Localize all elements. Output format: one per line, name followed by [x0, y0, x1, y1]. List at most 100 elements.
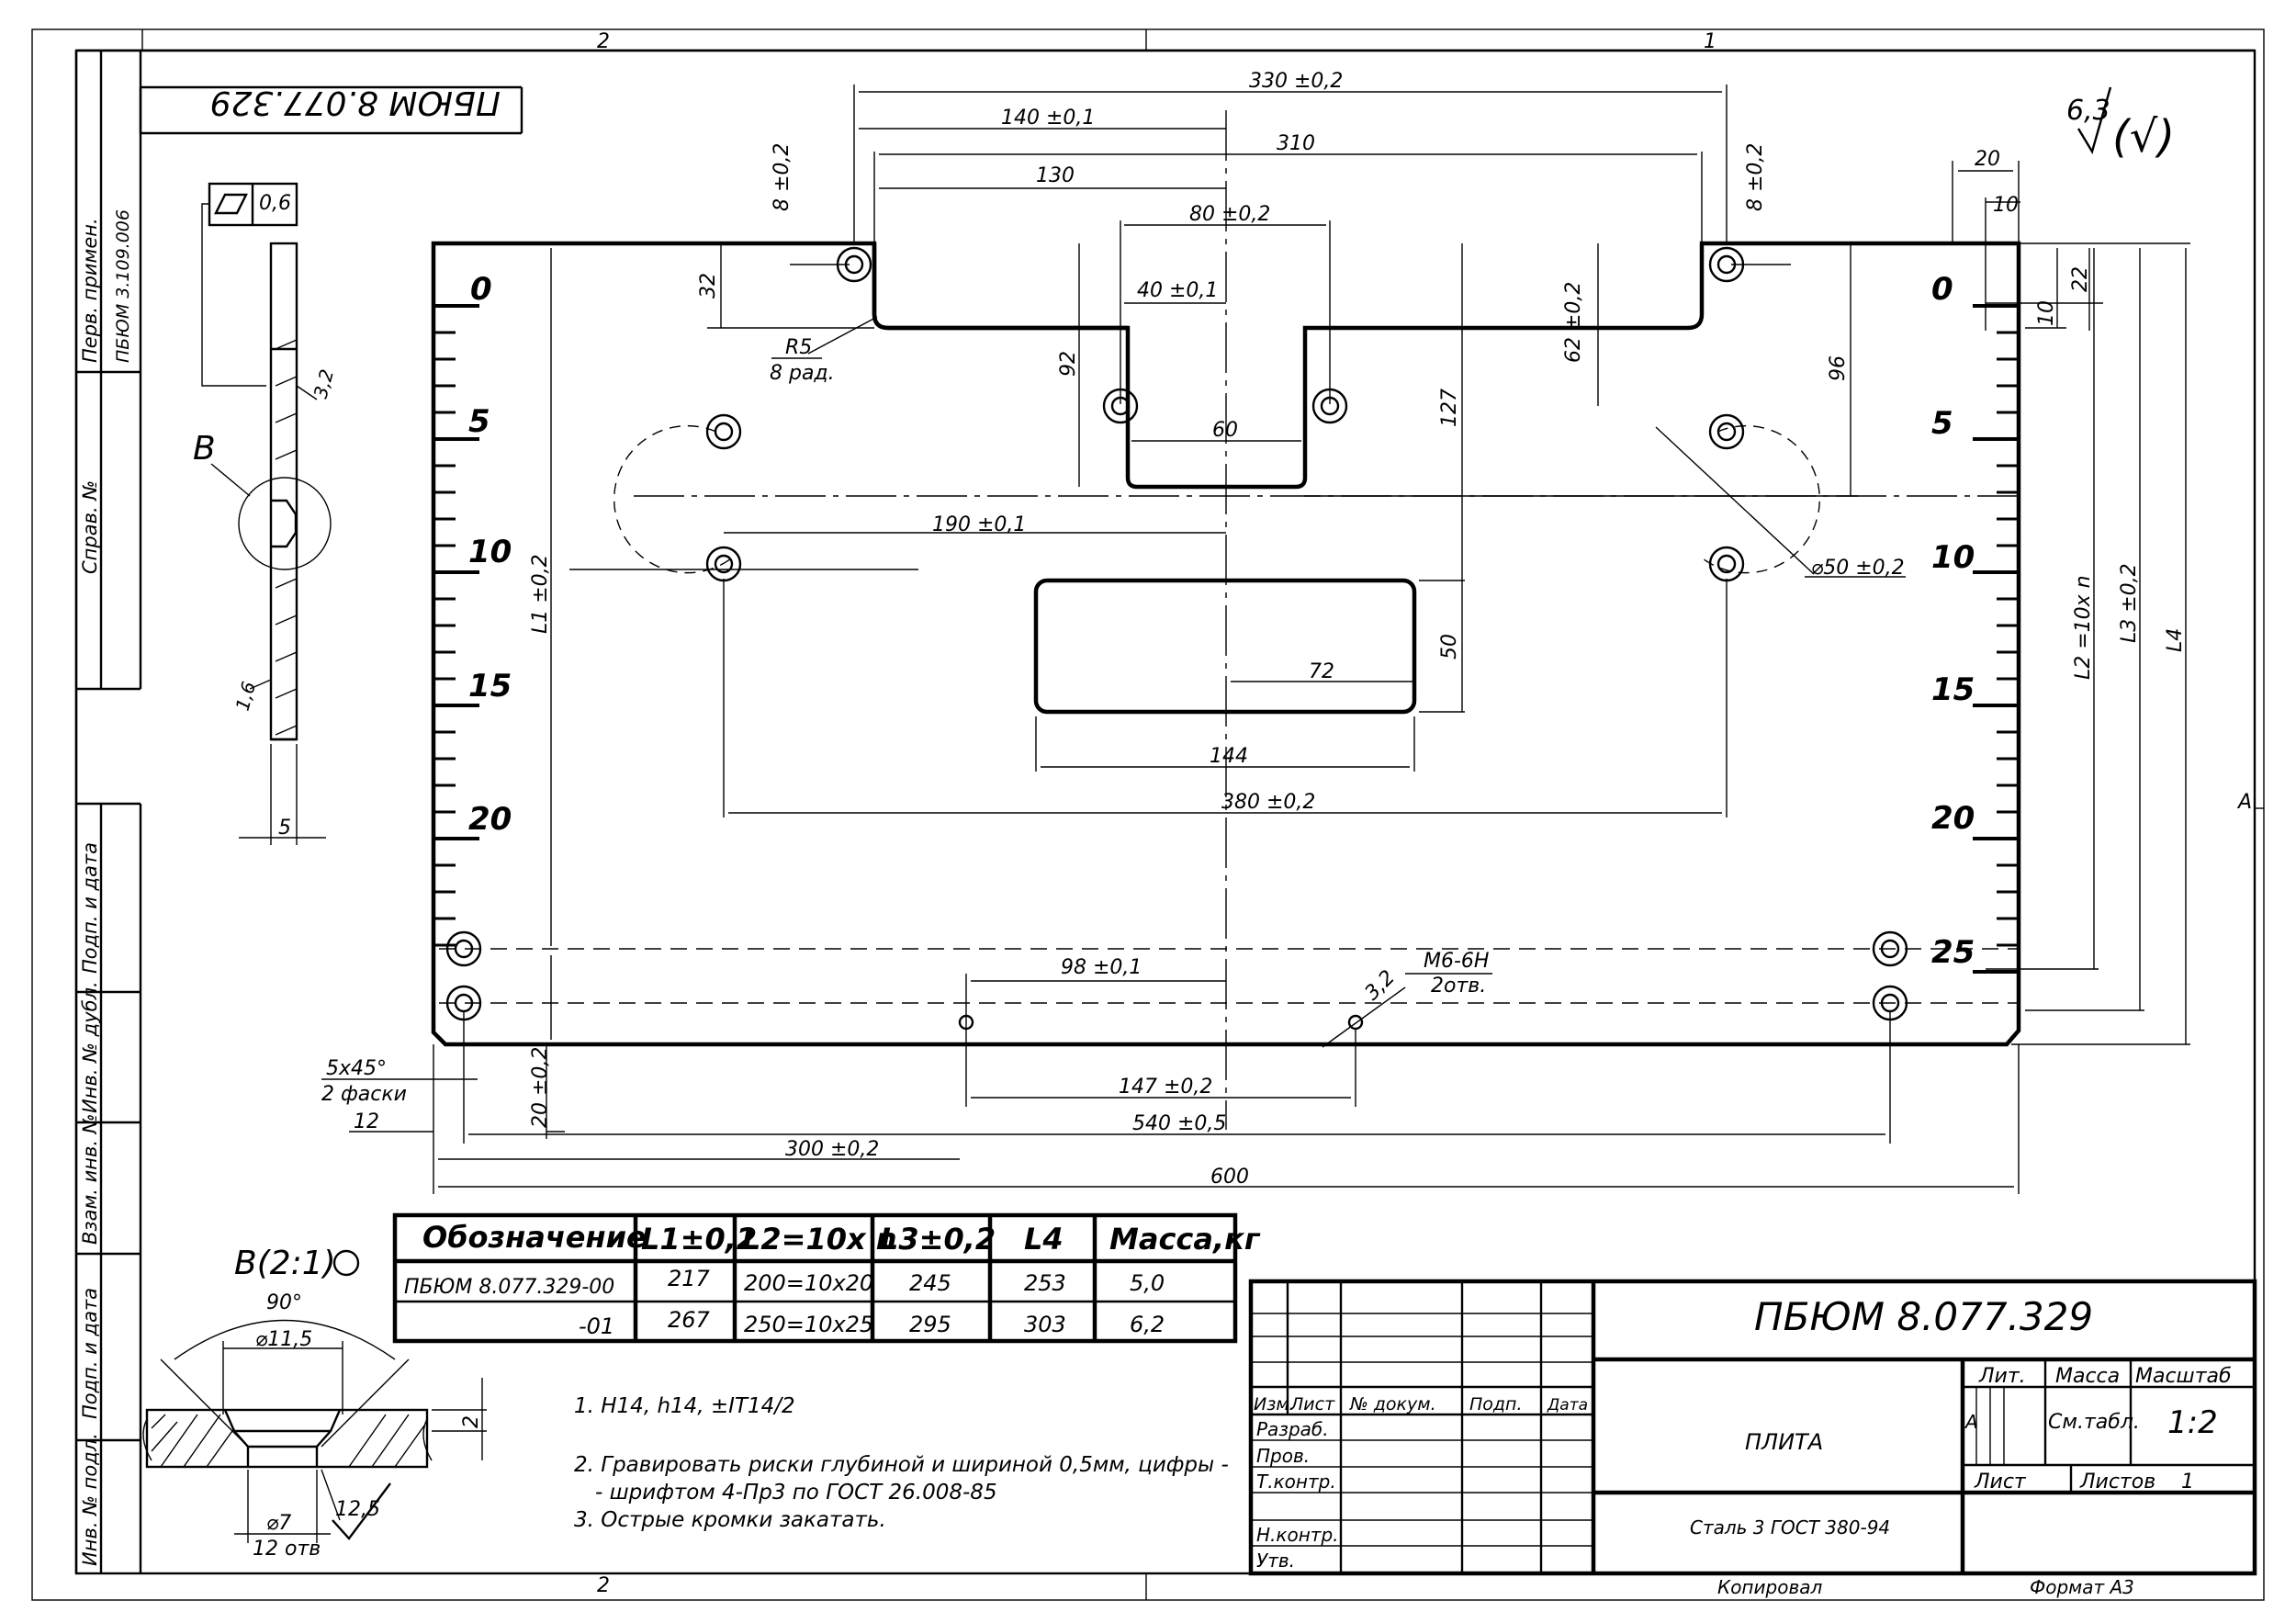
dim-r5-count: 8 рад. [770, 362, 835, 385]
table-row1-L4: 253 [1024, 1270, 1066, 1296]
scale-left-0: 0 [470, 271, 492, 308]
detail-depth: 2 [460, 1415, 483, 1428]
dim-40: 40 ±0,1 [1137, 279, 1218, 302]
title-block: Изм. Лист № докум. Подп. Дата Разраб. Пр… [1248, 1279, 2257, 1598]
tb-sheets-label: Листов [2079, 1471, 2155, 1493]
dim-50: 50 [1438, 634, 1461, 659]
variants-table: Обозначение L1±0,2 L2=10х n L3±0,2 L4 Ма… [392, 1212, 1261, 1344]
hole-bl1 [445, 930, 482, 967]
scale-left-ticks [435, 304, 479, 947]
tb-part-name: ПЛИТА [1745, 1429, 1823, 1455]
replace-inv-label: Взам. инв. № [79, 1113, 101, 1245]
left-strip: Перв. примен. ПБЮМ 3.109.006 Справ. № По… [74, 51, 142, 1573]
thread-m6: М6-6Н [1424, 950, 1489, 973]
dim-22: 22 [2069, 266, 2092, 292]
dim-60: 60 [1212, 419, 1238, 442]
sign-date-label-bottom: Подп. и дата [79, 1288, 101, 1419]
table-row1-L3: 245 [909, 1270, 951, 1296]
dim-130: 130 [1036, 164, 1075, 187]
ref-no-label: Справ. № [79, 480, 101, 574]
tb-mass-value: См.табл. [2048, 1411, 2140, 1434]
dim-140: 140 ±0,1 [1001, 107, 1095, 130]
tb-designation: ПБЮМ 8.077.329 [1754, 1294, 2093, 1339]
tb-copied: Копировал [1717, 1576, 1822, 1598]
table-header-L2: L2=10х n [742, 1222, 897, 1257]
side-thickness: 5 [278, 817, 291, 840]
detail-dia-7: ⌀7 [266, 1512, 291, 1535]
scale-right-25: 25 [1931, 934, 1975, 971]
dim-32: 32 [697, 273, 720, 299]
note-2-cont: - шрифтом 4-Пр3 по ГОСТ 26.008-85 [595, 1481, 997, 1505]
tb-header-doc: № докум. [1349, 1394, 1436, 1414]
hole-l1 [705, 413, 742, 450]
note-1: 1. H14, h14, ±IT14/2 [574, 1394, 795, 1418]
dim-147: 147 ±0,2 [1119, 1076, 1212, 1099]
roughness-corner: 6,3 (√) [2066, 86, 2175, 163]
table-row1-mass: 5,0 [1130, 1270, 1165, 1296]
tb-role-approve: Утв. [1256, 1550, 1295, 1572]
table-row1-L1: 217 [668, 1266, 711, 1291]
scale-left-10: 10 [468, 534, 512, 570]
detail-label: В(2:1) [234, 1245, 336, 1282]
detail-view: В(2:1) 90° ⌀11,5 2 ⌀7 12 отв 12,5 [142, 1245, 487, 1561]
zone-label-bottom-left: 2 [597, 1574, 610, 1597]
dim-10-top: 10 [1993, 194, 2019, 217]
centerlines [439, 110, 2020, 1130]
mounting-holes [445, 246, 1908, 1031]
dim-10-side: 10 [2035, 300, 2058, 326]
scale-left-20: 20 [468, 801, 512, 838]
dim-300: 300 ±0,2 [785, 1138, 879, 1161]
table-row2-designation: -01 [579, 1313, 614, 1339]
roughness-rest: (√) [2112, 111, 2175, 163]
tb-lit-header: Лит. [1978, 1365, 2026, 1388]
sign-date-label-top: Подп. и дата [79, 842, 101, 974]
dim-540: 540 ±0,5 [1132, 1112, 1226, 1135]
detail-hole-count: 12 отв [253, 1538, 321, 1561]
tb-header-date: Дата [1547, 1396, 1588, 1414]
note-2: 2. Гравировать риски глубиной и шириной … [574, 1453, 1229, 1477]
tb-header-list: Лист [1289, 1394, 1335, 1414]
dim-98: 98 ±0,1 [1061, 956, 1142, 979]
tb-role-developer: Разраб. [1256, 1418, 1329, 1440]
table-header-L1: L1±0,2 [641, 1222, 757, 1257]
tb-mass-header: Масса [2055, 1365, 2120, 1388]
tb-material: Сталь 3 ГОСТ 380-94 [1690, 1516, 1890, 1538]
scale-right-20: 20 [1931, 800, 1975, 837]
dim-L2: L2 =10х n [2072, 575, 2095, 680]
view-letter: В [193, 430, 216, 468]
scale-right-10: 10 [1931, 539, 1975, 576]
dim-144: 144 [1210, 745, 1248, 768]
table-row1-designation: ПБЮМ 8.077.329-00 [404, 1276, 614, 1299]
tb-role-norm-control: Н.контр. [1256, 1524, 1339, 1546]
tb-role-checker: Пров. [1256, 1445, 1310, 1467]
scale-left-15: 15 [468, 668, 512, 704]
dim-127: 127 [1438, 389, 1461, 427]
thread-m6-count: 2отв. [1431, 975, 1486, 997]
chamfer-count: 2 фаски [321, 1083, 407, 1106]
scale-right-numbers: 0 5 10 15 20 25 [1931, 271, 1975, 971]
technical-notes: 1. H14, h14, ±IT14/2 2. Гравировать риск… [574, 1394, 1229, 1532]
first-use-value: ПБЮМ 3.109.006 [113, 209, 133, 363]
dim-380: 380 ±0,2 [1221, 791, 1315, 814]
dim-L1: L1 ±0,2 [529, 554, 552, 634]
detail-roughness: 12,5 [335, 1498, 380, 1521]
table-header-mass: Масса,кг [1109, 1222, 1261, 1257]
rotated-designation: ПБЮМ 8.077.329 [210, 84, 501, 121]
table-header-L4: L4 [1024, 1222, 1064, 1257]
scale-left-5: 5 [468, 403, 490, 440]
table-row2-L3: 295 [909, 1312, 951, 1337]
scale-right-5: 5 [1931, 405, 1953, 442]
dim-310: 310 [1277, 132, 1315, 155]
rotated-designation-box: ПБЮМ 8.077.329 [139, 84, 523, 135]
dim-330: 330 ±0,2 [1249, 70, 1343, 93]
dim-r5: R5 [785, 336, 812, 359]
tb-header-izm: Изм. [1254, 1394, 1295, 1414]
drawing-frame: 2 1 2 A [31, 28, 2265, 1601]
tb-scale-header: Масштаб [2135, 1365, 2232, 1388]
tb-scale-value: 1:2 [2167, 1404, 2218, 1441]
table-row2-L2: 250=10х25 [744, 1312, 873, 1337]
table-header-L3: L3±0,2 [880, 1222, 996, 1257]
note-3: 3. Острые кромки закатать. [574, 1508, 886, 1532]
